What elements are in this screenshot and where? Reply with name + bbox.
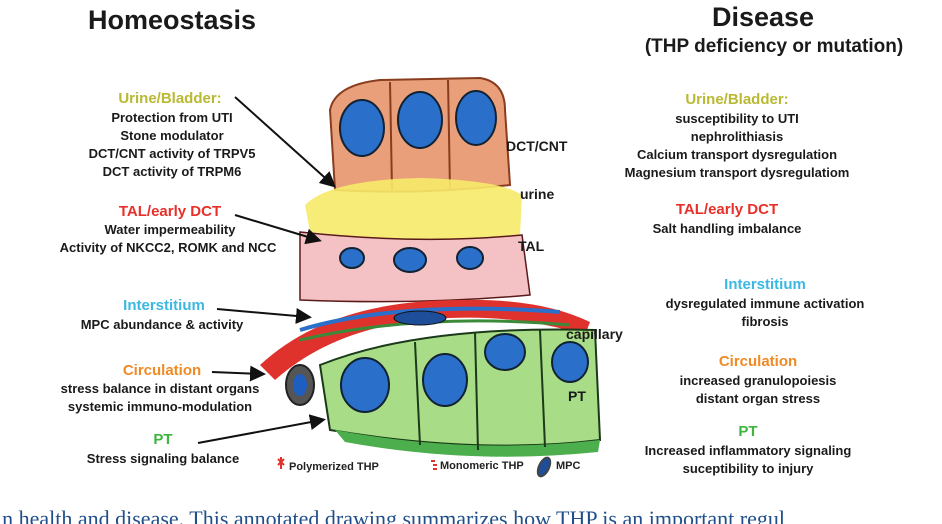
right-urine-line: Magnesium transport dysregulatiom: [624, 165, 850, 180]
left-interstitium-line: MPC abundance & activity: [80, 317, 244, 332]
left-interstitium-header: Interstitium: [123, 297, 205, 314]
homeostasis-title: Homeostasis: [87, 5, 257, 35]
left-circulation-header: Circulation: [122, 362, 202, 379]
label-dct-cnt: DCT/CNT: [506, 138, 568, 154]
label-urine: urine: [520, 186, 555, 202]
left-tal-line: Water impermeability: [104, 222, 236, 237]
left-circulation-line: stress balance in distant organs: [60, 381, 260, 396]
legend-polymerized-thp: Polymerized THP: [289, 461, 379, 473]
polymerized-thp-icon: [277, 457, 285, 469]
left-tal-header: TAL/early DCT: [118, 203, 222, 220]
disease-subtitle: (THP deficiency or mutation): [644, 36, 904, 57]
right-interstitium-line: fibrosis: [741, 314, 789, 329]
right-pt-line: Increased inflammatory signaling: [644, 443, 852, 458]
left-tal-line: Activity of NKCC2, ROMK and NCC: [59, 240, 277, 255]
disease-title: Disease: [711, 2, 815, 32]
legend-mpc: MPC: [556, 460, 581, 472]
right-circulation-header: Circulation: [718, 353, 798, 370]
right-urine-header: Urine/Bladder:: [685, 91, 789, 108]
right-urine-line: nephrolithiasis: [690, 129, 784, 144]
left-urine-line: DCT activity of TRPM6: [102, 164, 242, 179]
right-urine-line: susceptibility to UTI: [675, 111, 799, 126]
right-pt-line: suceptibility to injury: [682, 461, 814, 476]
legend-monomeric-thp: Monomeric THP: [440, 460, 524, 472]
right-tal-line: Salt handling imbalance: [652, 221, 802, 236]
left-urine-line: Protection from UTI: [111, 110, 233, 125]
label-pt: PT: [568, 388, 586, 404]
mpc-legend-icon: [536, 456, 552, 478]
dct-cnt-cells: [328, 76, 512, 193]
right-interstitium-header: Interstitium: [724, 276, 806, 293]
figure-caption: in health and disease. This annotated dr…: [0, 506, 785, 524]
label-tal: TAL: [518, 238, 545, 254]
left-urine-header: Urine/Bladder:: [118, 90, 222, 107]
right-tal-header: TAL/early DCT: [675, 201, 779, 218]
right-pt-header: PT: [738, 423, 758, 440]
monomeric-thp-icon: [431, 460, 437, 470]
left-urine-line: Stone modulator: [120, 128, 224, 143]
label-capillary: capillary: [566, 326, 623, 342]
right-urine-line: Calcium transport dysregulation: [636, 147, 838, 162]
left-pt-header: PT: [153, 431, 173, 448]
left-urine-line: DCT/CNT activity of TRPV5: [88, 146, 256, 161]
urine-lumen: [305, 178, 522, 240]
right-circulation-line: increased granulopoiesis: [679, 373, 837, 388]
right-interstitium-line: dysregulated immune activation: [665, 296, 865, 311]
right-circulation-line: distant organ stress: [695, 391, 821, 406]
left-pt-line: Stress signaling balance: [86, 451, 240, 466]
left-circulation-line: systemic immuno-modulation: [67, 399, 253, 414]
pointer-arrows: [197, 96, 336, 444]
